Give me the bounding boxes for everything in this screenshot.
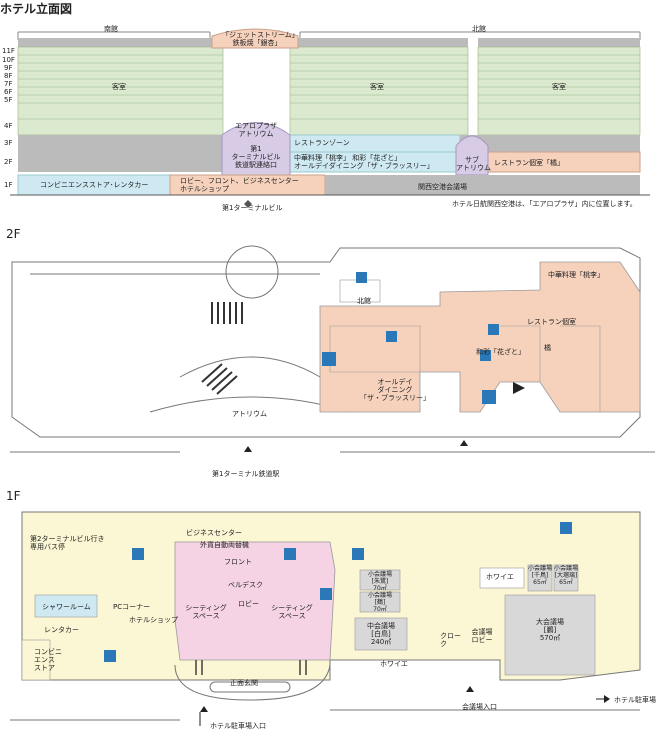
floor2-title: 2F — [6, 227, 21, 241]
small-hall-tsuru: 小会議場 [鶴] 70㎡ — [367, 592, 392, 613]
floor2-plan — [10, 245, 655, 453]
south-wing-label: 南館 — [104, 25, 118, 33]
bell-desk: ベルデスク — [228, 581, 263, 589]
bus-stop: 第2ターミナルビル行き 専用バス停 — [30, 535, 105, 552]
rent-a-car: レンタカー — [44, 626, 79, 634]
floor-11f: 11F — [2, 47, 15, 55]
atrium-2f: アトリウム — [232, 410, 267, 418]
parking-entrance: ホテル駐車場入口 — [210, 722, 266, 730]
floor-6f: 6F — [4, 88, 13, 96]
location-note: ホテル日航関西空港は、「エアロプラザ」内に位置します。 — [452, 200, 637, 208]
small-hall-chidori: 小会議場 [千鳥] 65㎡ — [527, 565, 552, 586]
restaurant-zone-label: レストランゾーン — [294, 139, 350, 147]
conference-label: 関西空港会議場 — [418, 183, 467, 191]
hotel-shop: ホテルショップ — [129, 616, 178, 624]
small-hall-toki: 小会議場 [朱鷺] 70㎡ — [367, 571, 392, 592]
rooms-center: 客室 — [370, 83, 384, 91]
cloak: クロー ク — [440, 632, 461, 649]
floor-8f: 8F — [4, 72, 13, 80]
top-shop-label: 「ジェットストリーム」 鉄板焼「銀杏」 — [222, 31, 299, 48]
floor-7f: 7F — [4, 80, 13, 88]
station-2f: 第1ターミナル鉄道駅 — [212, 470, 280, 478]
brasserie: オールデイ ダイニング 「ザ・ブラッスリー」 — [360, 378, 430, 403]
convenience-store: コンビニ エンス ストア — [34, 648, 62, 673]
private-room: レストラン個室 — [527, 318, 576, 326]
floor1-plan — [10, 511, 641, 726]
shower-room: シャワールーム — [42, 603, 91, 611]
lobby-front-label: ロビー、フロント、ビジネスセンター ホテルショップ — [180, 177, 299, 194]
floor-4f: 4F — [4, 122, 13, 130]
foyer-1: ホワイエ — [380, 660, 408, 668]
floor-3f: 3F — [4, 139, 13, 147]
tachibana: 橘 — [544, 344, 551, 352]
conf-lobby: 会議場 ロビー — [471, 628, 493, 645]
restaurant-private-label: レストラン個室「橘」 — [494, 159, 564, 167]
floor-10f: 10F — [2, 56, 15, 64]
rooms-north: 客室 — [552, 83, 566, 91]
small-hall-oruri: 小会議場 [大瑠璃] 65㎡ — [553, 565, 578, 586]
seating-left: シーティング スペース — [185, 604, 227, 621]
elevation-title: ホテル立面図 — [0, 2, 73, 16]
pc-corner: PCコーナー — [113, 603, 151, 611]
restaurants-2f-label: 中華料理「桃李」 和彩「花ざと」 オールデイダイニング「ザ・ブラッスリー」 — [294, 154, 434, 171]
big-hall: 大会議場 [鵬] 570㎡ — [536, 618, 564, 643]
north-wing-2f: 北館 — [357, 297, 371, 305]
chinese-restaurant: 中華料理「桃李」 — [548, 271, 604, 279]
aeroplaza-atrium-label: エアロプラザ アトリウム — [235, 122, 277, 139]
foyer-2: ホワイエ — [486, 573, 514, 581]
floor-5f: 5F — [4, 96, 13, 104]
floor-2f: 2F — [4, 158, 13, 166]
hanazato: 和彩「花ざと」 — [476, 348, 525, 356]
rooms-south: 客室 — [112, 83, 126, 91]
elevation-diagram — [10, 28, 650, 208]
lobby: ロビー — [238, 600, 259, 608]
business-center: ビジネスセンター — [186, 529, 242, 537]
front-desk: フロント — [224, 558, 252, 566]
rail-connect-label: 第1 ターミナルビル 鉄道駅連絡口 — [231, 145, 281, 170]
floor-1f: 1F — [4, 181, 13, 189]
floor1-title: 1F — [6, 489, 21, 503]
conf-entrance: 会議場入口 — [462, 703, 497, 711]
seating-right: シーティング スペース — [271, 604, 313, 621]
floor-9f: 9F — [4, 64, 13, 72]
currency-exchange: 外貨自動両替機 — [200, 541, 249, 549]
hotel-parking: ホテル駐車場 — [614, 696, 656, 704]
main-entrance: 正面玄関 — [230, 679, 258, 687]
north-wing-label: 北館 — [472, 25, 486, 33]
mid-hall: 中会議場 [白鳥] 240㎡ — [367, 622, 395, 647]
convenience-label: コンビニエンスストア･レンタカー — [40, 181, 149, 189]
terminal1-label: 第1ターミナルビル — [222, 204, 283, 212]
sub-atrium-label: サブ アトリウム — [456, 156, 491, 173]
